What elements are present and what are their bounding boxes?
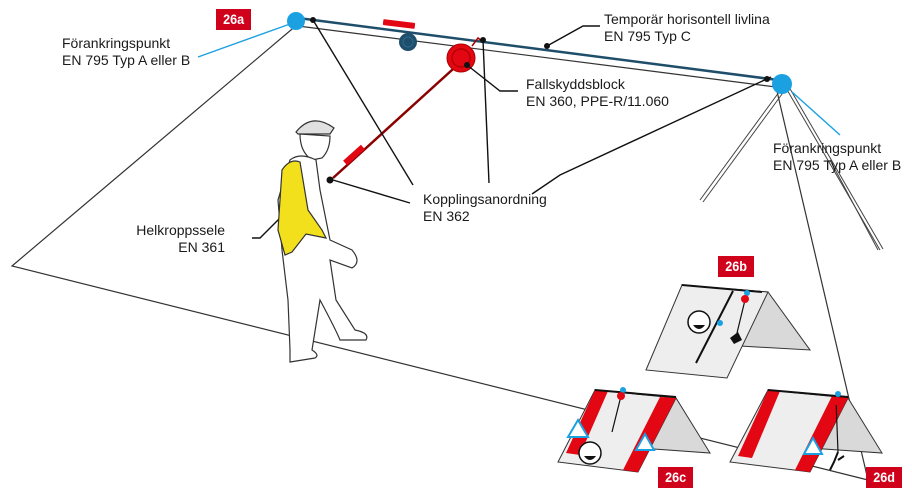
label-line1: Förankringspunkt <box>62 35 171 51</box>
label-line2: EN 360, PPE-R/11.060 <box>526 93 669 109</box>
label-line1: Temporär horisontell livlina <box>604 11 770 27</box>
badge-text: 26b <box>725 258 747 274</box>
label-line1: Kopplingsanordning <box>423 191 547 207</box>
label-line2: EN 361 <box>178 239 225 255</box>
skull-warning-icon <box>802 435 824 455</box>
label-line2: EN 362 <box>423 208 470 224</box>
label-line1: Helkroppssele <box>136 222 225 238</box>
label-fall-arrester: Fallskyddsblock EN 360, PPE-R/11.060 <box>526 76 669 110</box>
label-line2: EN 795 Typ C <box>604 28 691 44</box>
leader-lines <box>197 19 841 239</box>
label-line2: EN 795 Typ A eller B <box>62 52 191 68</box>
badge-26d: 26d <box>866 467 903 488</box>
warning-icon <box>634 431 656 451</box>
badge-26b: 26b <box>718 256 755 277</box>
label-line2: EN 795 Typ A eller B <box>773 157 902 173</box>
worker-figure <box>277 120 368 363</box>
lifeline-tensioner-icon <box>382 19 417 51</box>
badge-26a: 26a <box>216 9 252 30</box>
scenario-d-illustration <box>729 389 883 473</box>
label-anchor-left: Förankringspunkt EN 795 Typ A eller B <box>62 35 190 69</box>
scenario-c-illustration <box>557 387 711 473</box>
badge-text: 26c <box>665 469 687 485</box>
roof-right-slope <box>699 86 884 251</box>
label-connector: Kopplingsanordning EN 362 <box>423 191 547 225</box>
smiley-icon <box>578 441 602 465</box>
temporary-lifeline <box>297 16 779 82</box>
badge-text: 26d <box>873 469 895 485</box>
fall-arrest-block-icon <box>332 36 484 179</box>
label-harness: Helkroppssele EN 361 <box>130 222 225 256</box>
smiley-icon <box>687 310 711 334</box>
anchor-point-icon <box>772 74 792 94</box>
roof-left-edge <box>10 23 869 481</box>
warning-icon <box>566 418 590 438</box>
label-line1: Förankringspunkt <box>773 140 882 156</box>
anchor-point-icon <box>287 12 305 30</box>
badge-text: 26a <box>223 11 245 27</box>
badge-26c: 26c <box>658 467 694 488</box>
label-line1: Fallskyddsblock <box>526 76 625 92</box>
roof-ridge-lower <box>297 25 777 88</box>
label-lifeline: Temporär horisontell livlina EN 795 Typ … <box>604 11 770 45</box>
scenario-b-illustration <box>645 284 812 379</box>
label-anchor-right: Förankringspunkt EN 795 Typ A eller B <box>773 140 901 174</box>
